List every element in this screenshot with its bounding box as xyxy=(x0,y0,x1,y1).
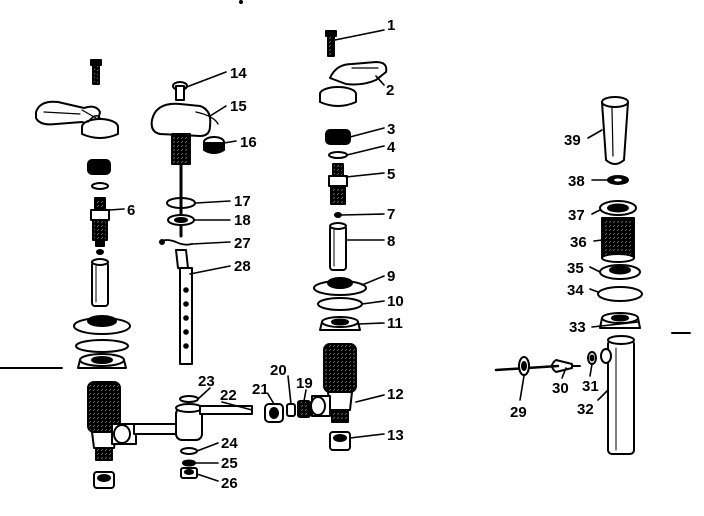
part-label-17: 17 xyxy=(234,193,251,210)
left-faucet-assembly xyxy=(35,59,137,489)
coupling-sleeve-19 xyxy=(297,400,311,418)
left-valve-body xyxy=(87,381,137,461)
part-label-35: 35 xyxy=(567,260,584,277)
coupling-parts xyxy=(264,400,311,423)
left-lever-handle xyxy=(35,100,119,139)
part-label-21: 21 xyxy=(252,381,269,398)
right-locknut xyxy=(319,316,361,331)
part-label-19: 19 xyxy=(296,375,313,392)
left-washer xyxy=(75,339,129,353)
right-bottom-nut xyxy=(329,431,351,451)
part-label-30: 30 xyxy=(552,380,569,397)
left-locknut xyxy=(77,353,127,369)
stopper-gasket-38 xyxy=(607,175,629,185)
part-label-33: 33 xyxy=(569,319,586,336)
tee-top-washer xyxy=(179,395,199,403)
part-label-13: 13 xyxy=(387,427,404,444)
part-label-18: 18 xyxy=(234,212,251,229)
part-label-1: 1 xyxy=(387,17,395,34)
reference-lines xyxy=(0,0,691,369)
part-label-24: 24 xyxy=(221,435,238,452)
part-label-29: 29 xyxy=(510,404,527,421)
part-label-15: 15 xyxy=(230,98,247,115)
right-escutcheon xyxy=(313,277,367,296)
right-bonnet-nut xyxy=(325,129,351,145)
drain-body-36 xyxy=(601,217,635,263)
tee-washer-25 xyxy=(182,459,196,467)
right-valve-body xyxy=(310,343,357,423)
part-label-14: 14 xyxy=(230,65,247,82)
left-stem xyxy=(90,197,110,247)
part-labels: 1 2 3 4 5 6 7 8 9 10 11 12 13 14 15 16 1… xyxy=(127,17,599,492)
part-label-38: 38 xyxy=(568,173,585,190)
left-bottom-nut xyxy=(93,471,115,489)
left-small-washer xyxy=(96,249,104,255)
right-o-ring xyxy=(328,151,348,159)
part-label-8: 8 xyxy=(387,233,395,250)
part-label-26: 26 xyxy=(221,475,238,492)
right-small-washer xyxy=(334,212,342,218)
center-nut-18 xyxy=(167,214,195,226)
coupling-ring-20 xyxy=(286,403,296,417)
part-label-4: 4 xyxy=(387,139,396,156)
rubber-gasket-35 xyxy=(599,264,641,280)
aerator-16 xyxy=(203,136,225,154)
part-label-16: 16 xyxy=(240,134,257,151)
part-label-3: 3 xyxy=(387,121,395,138)
part-label-20: 20 xyxy=(270,362,287,379)
part-label-9: 9 xyxy=(387,268,395,285)
part-label-22: 22 xyxy=(220,387,237,404)
part-label-32: 32 xyxy=(577,401,594,418)
tee-assembly xyxy=(133,395,253,479)
part-label-10: 10 xyxy=(387,293,404,310)
tee-nut-26 xyxy=(180,467,198,479)
pivot-ball-30 xyxy=(551,359,581,373)
center-washer-17 xyxy=(166,197,196,209)
left-bonnet-nut xyxy=(87,159,111,175)
drain-flange-37 xyxy=(599,200,637,216)
part-label-39: 39 xyxy=(564,132,581,149)
right-tube xyxy=(329,222,347,271)
lift-rod-strap-28 xyxy=(175,249,193,365)
part-label-31: 31 xyxy=(582,378,599,395)
part-label-23: 23 xyxy=(198,373,215,390)
part-label-6: 6 xyxy=(127,202,135,219)
tailpiece-32 xyxy=(600,335,635,455)
left-tube xyxy=(91,258,109,307)
part-label-5: 5 xyxy=(387,166,395,183)
part-label-12: 12 xyxy=(387,386,404,403)
part-label-11: 11 xyxy=(387,315,403,332)
center-spout-body xyxy=(150,102,219,165)
part-label-7: 7 xyxy=(387,206,395,223)
part-label-37: 37 xyxy=(568,207,585,224)
part-label-2: 2 xyxy=(386,82,394,99)
part-label-36: 36 xyxy=(570,234,587,251)
part-label-25: 25 xyxy=(221,455,238,472)
drain-stopper-39 xyxy=(601,96,629,165)
right-washer xyxy=(317,297,363,311)
part-label-27: 27 xyxy=(234,235,251,252)
right-handle-screw xyxy=(325,30,337,57)
left-escutcheon xyxy=(73,315,131,335)
part-label-34: 34 xyxy=(567,282,584,299)
pivot-nut-31 xyxy=(587,351,597,365)
coupling-nut-21 xyxy=(264,403,284,423)
pivot-rod-29 xyxy=(494,356,560,376)
clip-27 xyxy=(159,239,193,246)
leader-lines xyxy=(108,29,639,482)
right-faucet-assembly xyxy=(310,30,388,451)
right-stem xyxy=(328,163,348,205)
right-lever-handle xyxy=(319,61,388,107)
part-label-28: 28 xyxy=(234,258,251,275)
left-o-ring xyxy=(91,182,109,190)
left-handle-screw xyxy=(90,59,102,85)
center-popup-assembly xyxy=(150,81,225,365)
friction-washer-34 xyxy=(597,286,643,302)
tee-washer-24 xyxy=(180,447,198,455)
popup-knob xyxy=(172,81,188,101)
